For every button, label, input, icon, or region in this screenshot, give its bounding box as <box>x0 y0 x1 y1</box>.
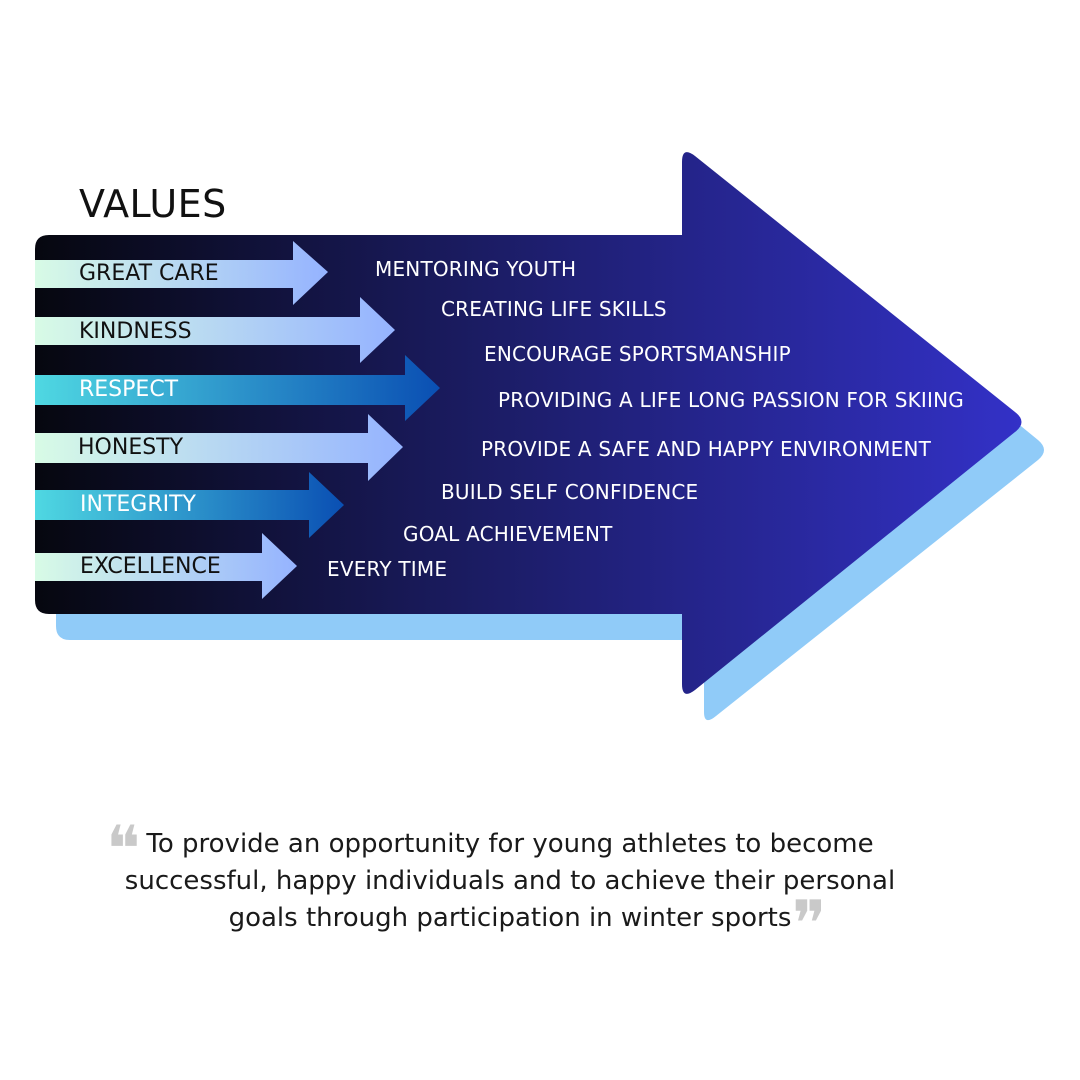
close-quote-icon: ❞ <box>792 888 827 962</box>
value-arrow-honesty <box>35 414 403 481</box>
benefit-every-time: EVERY TIME <box>327 557 448 581</box>
value-label-honesty: HONESTY <box>78 435 184 460</box>
value-arrow-kindness <box>35 297 395 363</box>
value-label-great-care: GREAT CARE <box>79 261 219 286</box>
benefit-creating-life-skills: CREATING LIFE SKILLS <box>441 297 667 321</box>
value-arrow-respect <box>35 355 440 421</box>
mission-line-1: To provide an opportunity for young athl… <box>146 829 874 859</box>
value-label-excellence: EXCELLENCE <box>80 554 221 579</box>
benefit-encourage-sportsmanship: ENCOURAGE SPORTSMANSHIP <box>484 342 791 366</box>
mission-line-3: goals through participation in winter sp… <box>228 903 792 933</box>
value-label-kindness: KINDNESS <box>79 319 192 344</box>
benefit-mentoring-youth: MENTORING YOUTH <box>375 257 577 281</box>
mission-statement: To provide an opportunity for young athl… <box>90 826 930 937</box>
open-quote-icon: ❝ <box>106 813 141 887</box>
benefit-build-self-confidence: BUILD SELF CONFIDENCE <box>441 480 699 504</box>
value-label-respect: RESPECT <box>79 377 179 402</box>
big-arrow <box>35 152 1022 694</box>
mission-line-2: successful, happy individuals and to ach… <box>124 866 896 896</box>
value-arrow-integrity <box>35 472 344 538</box>
value-arrow-great-care <box>35 241 328 305</box>
benefit-passion-for-skiing: PROVIDING A LIFE LONG PASSION FOR SKIING <box>498 388 964 412</box>
benefit-goal-achievement: GOAL ACHIEVEMENT <box>403 522 613 546</box>
value-arrow-excellence <box>35 533 297 599</box>
values-heading: VALUES <box>79 182 227 226</box>
benefit-safe-happy-environment: PROVIDE A SAFE AND HAPPY ENVIRONMENT <box>481 437 932 461</box>
value-label-integrity: INTEGRITY <box>80 492 196 517</box>
